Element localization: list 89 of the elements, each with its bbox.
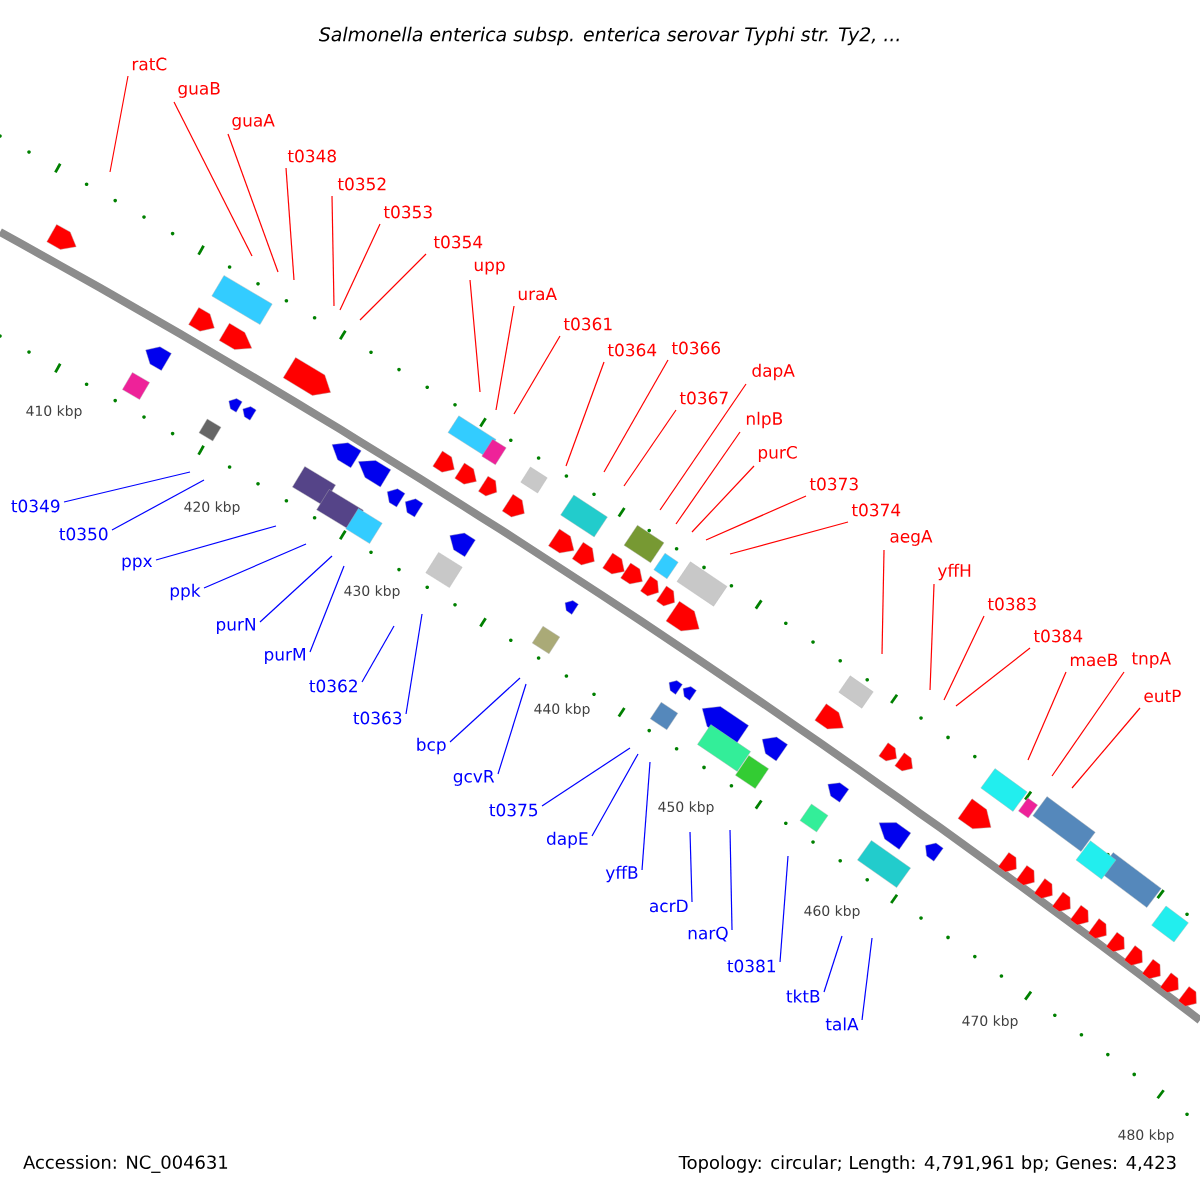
leader-line xyxy=(359,253,427,321)
leader-line xyxy=(943,615,985,701)
gene-label: talA xyxy=(825,1017,859,1031)
gene-label: ppk xyxy=(170,583,201,601)
leader-line xyxy=(227,133,279,273)
leader-line xyxy=(405,613,423,715)
leader-line xyxy=(513,335,561,415)
gene-label: aegA xyxy=(890,530,933,546)
leader-line xyxy=(495,305,515,411)
leader-line xyxy=(339,223,381,311)
leader-line xyxy=(109,75,129,173)
gene-label: guaA xyxy=(232,114,275,130)
leader-line xyxy=(591,753,639,837)
gene-label: t0384 xyxy=(1033,629,1083,643)
gene-label: dapA xyxy=(752,363,795,381)
gene-label: t0374 xyxy=(851,503,901,517)
gene-label: upp xyxy=(474,261,505,275)
leader-line xyxy=(469,279,481,393)
gene-label: ratC xyxy=(132,57,167,71)
gene-label: t0373 xyxy=(809,477,858,491)
gene-label: gcvR xyxy=(453,770,495,786)
gene-label: t0366 xyxy=(671,341,721,355)
gene-label: t0349 xyxy=(11,499,60,513)
leader-line xyxy=(779,855,789,963)
gene-label: t0362 xyxy=(309,679,357,693)
leader-line xyxy=(689,831,693,903)
leader-line xyxy=(691,465,755,533)
leader-line xyxy=(729,521,849,555)
title: Salmonella enterica subsp. enterica serovar Typhi str. Ty2, ... xyxy=(318,26,899,46)
leader-line xyxy=(541,747,631,807)
leader-line xyxy=(929,583,935,691)
gene-label: nlpB xyxy=(746,411,782,429)
gene-label: eutP xyxy=(1144,689,1181,703)
gene-label: maeB xyxy=(1070,653,1118,667)
leader-line xyxy=(659,383,747,511)
leader-line xyxy=(729,829,733,931)
leader-line xyxy=(309,565,345,653)
gene-label: tnpA xyxy=(1131,652,1171,668)
gene-label: acrD xyxy=(649,899,688,913)
gene-label: guaB xyxy=(178,82,220,98)
gene-label: t0348 xyxy=(287,149,336,163)
leader-line xyxy=(63,471,191,503)
gene-label: t0350 xyxy=(59,527,108,541)
gene-label: purN xyxy=(217,618,255,634)
leader-line xyxy=(641,761,651,871)
gene-label: narQ xyxy=(688,926,728,942)
leader-line xyxy=(623,409,677,487)
leader-line xyxy=(823,935,843,993)
leader-line xyxy=(675,431,741,525)
leader-line xyxy=(285,167,295,281)
leader-line xyxy=(603,359,669,473)
footer-text: Topology: circular; Length: 4,791,961 bp; Genes: 4,423 xyxy=(678,1155,1176,1173)
gene-label: tktB xyxy=(786,989,820,1003)
gene-label: t0353 xyxy=(383,205,432,219)
gene-label: t0375 xyxy=(489,803,538,817)
gene-label: ppx xyxy=(122,557,153,571)
leader-line xyxy=(111,479,205,531)
leader-line xyxy=(1027,671,1067,761)
gene-label: t0364 xyxy=(607,343,657,357)
gene-label: t0383 xyxy=(987,597,1036,611)
gene-label: t0367 xyxy=(679,391,728,405)
gene-label: t0352 xyxy=(337,177,386,191)
gene-label: t0354 xyxy=(433,235,483,249)
leader-line xyxy=(881,549,885,655)
leader-line xyxy=(497,683,527,775)
leader-line xyxy=(955,647,1031,707)
gene-label: purC xyxy=(758,445,797,463)
leader-line xyxy=(861,937,873,1021)
gene-label: t0363 xyxy=(353,711,402,725)
leader-line xyxy=(173,101,253,257)
gene-label: yffH xyxy=(937,563,971,581)
gene-label: bcp xyxy=(417,737,446,755)
leader-line xyxy=(259,555,333,623)
leader-line xyxy=(331,195,335,307)
leader-line xyxy=(361,625,395,683)
leader-line xyxy=(1051,671,1125,777)
leader-line xyxy=(203,543,307,589)
leader-line xyxy=(705,495,807,541)
gene-label: dapE xyxy=(546,831,588,849)
gene-label: t0361 xyxy=(563,317,612,331)
leader-line xyxy=(449,677,521,743)
gene-label: purM xyxy=(265,648,305,664)
footer-text: Accession: NC_004631 xyxy=(23,1155,228,1173)
gene-label: yffB xyxy=(605,865,638,883)
gene-label: t0381 xyxy=(727,959,776,973)
leader-line xyxy=(155,525,277,561)
leader-line xyxy=(1071,707,1141,789)
leader-line xyxy=(565,361,605,467)
gene-label: uraA xyxy=(518,287,557,301)
